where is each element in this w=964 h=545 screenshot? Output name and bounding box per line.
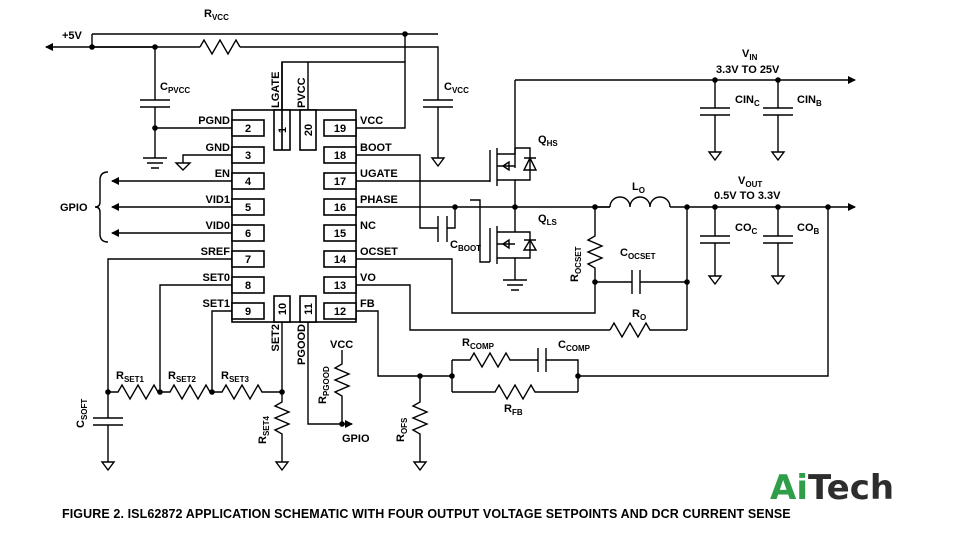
cvcc-label: CVCC (444, 81, 469, 95)
ro-label: RO (632, 308, 646, 322)
cocset-label: COCSET (620, 247, 656, 261)
pin-number: 14 (334, 254, 347, 266)
pin-name: SET1 (202, 298, 230, 310)
pin-number: 19 (334, 123, 346, 135)
pin-name-pvcc: PVCC (296, 77, 308, 108)
qhs-label: QHS (538, 134, 558, 148)
rset4-label: RSET4 (257, 415, 271, 444)
rfb-label: RFB (504, 403, 523, 417)
rset1-label: RSET1 (116, 370, 145, 384)
aitech-logo: AiTech (770, 468, 894, 508)
vcc-pgood-label: VCC (330, 339, 353, 351)
pin-name: BOOT (360, 142, 392, 154)
set-ladder (93, 258, 291, 472)
pin-number: 16 (334, 202, 346, 214)
pin-name: EN (215, 168, 230, 180)
vin-range: 3.3V TO 25V (716, 64, 780, 76)
pgood-network (307, 322, 353, 428)
rofs-label: ROFS (395, 417, 409, 442)
rocset-label: ROCSET (569, 246, 583, 282)
ic-left-pin-names: PGND GND EN VID1 VID0 SREF SET0 SET1 (198, 115, 230, 310)
rset3-label: RSET3 (221, 370, 250, 384)
vin-network (514, 76, 856, 168)
pin-name: UGATE (360, 168, 398, 180)
vout-range: 0.5V TO 3.3V (714, 190, 781, 202)
pin-name: PHASE (360, 194, 398, 206)
pin-number: 15 (334, 228, 346, 240)
pin-number: 6 (245, 228, 251, 240)
pin-name: VO (360, 272, 376, 284)
figure-caption: FIGURE 2. ISL62872 APPLICATION SCHEMATIC… (62, 507, 791, 521)
pin-name: VID1 (206, 194, 230, 206)
ccomp-label: CCOMP (558, 339, 591, 353)
pin-number: 12 (334, 306, 346, 318)
ic-right-pin-numbers: 19 18 17 16 15 14 13 12 (334, 123, 347, 318)
cinc-label: CINC (735, 94, 760, 108)
pin-number: 18 (334, 150, 346, 162)
feedback-network (356, 207, 829, 472)
lo-label: LO (632, 181, 645, 195)
gpio-label: GPIO (60, 202, 88, 214)
ic-right-pin-names: VCC BOOT UGATE PHASE NC OCSET VO FB (360, 115, 398, 310)
pin-name: PGND (198, 115, 230, 127)
pin-name: SET0 (202, 272, 230, 284)
coc-label: COC (735, 222, 758, 236)
pin-name: OCSET (360, 246, 398, 258)
lgate-net (281, 62, 490, 263)
cinb-label: CINB (797, 94, 822, 108)
vout-label: VOUT (738, 175, 762, 189)
pin-name-lgate: LGATE (270, 72, 282, 108)
pin-number: 8 (245, 280, 251, 292)
pin-number: 13 (334, 280, 346, 292)
pin-number: 7 (245, 254, 251, 266)
ic-left-pin-numbers: 2 3 4 5 6 7 8 9 (245, 123, 252, 318)
pin-number: 1 (277, 127, 289, 133)
pin-name: VID0 (206, 220, 230, 232)
cob-label: COB (797, 222, 820, 236)
pin-number: 5 (245, 202, 251, 214)
rcomp-label: RCOMP (462, 337, 495, 351)
pin-number: 17 (334, 176, 346, 188)
pin-name: FB (360, 298, 375, 310)
output-network (586, 196, 856, 330)
pin-name: GND (206, 142, 231, 154)
pin-number: 20 (303, 124, 315, 136)
pin-number: 3 (245, 150, 251, 162)
ic-left-pins (231, 119, 265, 320)
pin-name-set2: SET2 (270, 324, 282, 352)
vin-label: VIN (742, 48, 758, 62)
rpgood-label: RPGOOD (317, 366, 331, 404)
pin-name-pgood: PGOOD (296, 324, 308, 365)
gpio-bus (94, 171, 232, 243)
qls-label: QLS (538, 213, 557, 227)
rset2-label: RSET2 (168, 370, 197, 384)
qls-mosfet (489, 226, 538, 291)
pin-number: 11 (303, 303, 315, 315)
gpio-pgood-label: GPIO (342, 433, 370, 445)
pin-number: 4 (245, 176, 252, 188)
pin-number: 2 (245, 123, 251, 135)
rvcc-label: RVCC (204, 8, 229, 22)
cboot-label: CBOOT (450, 239, 481, 253)
plus5v-label: +5V (62, 30, 83, 42)
pin-number: 9 (245, 306, 251, 318)
csoft-label: CSOFT (75, 399, 89, 428)
cpvcc-label: CPVCC (160, 81, 190, 95)
supply-network (45, 33, 453, 171)
ic-right-pins (323, 119, 357, 320)
pin-name: SREF (201, 246, 231, 258)
pin-name: NC (360, 220, 376, 232)
pin-name: VCC (360, 115, 383, 127)
logo-part-tech: Tech (807, 468, 895, 508)
pin-number: 10 (277, 303, 289, 315)
logo-part-ai: Ai (770, 468, 808, 508)
qhs-mosfet (489, 147, 538, 205)
